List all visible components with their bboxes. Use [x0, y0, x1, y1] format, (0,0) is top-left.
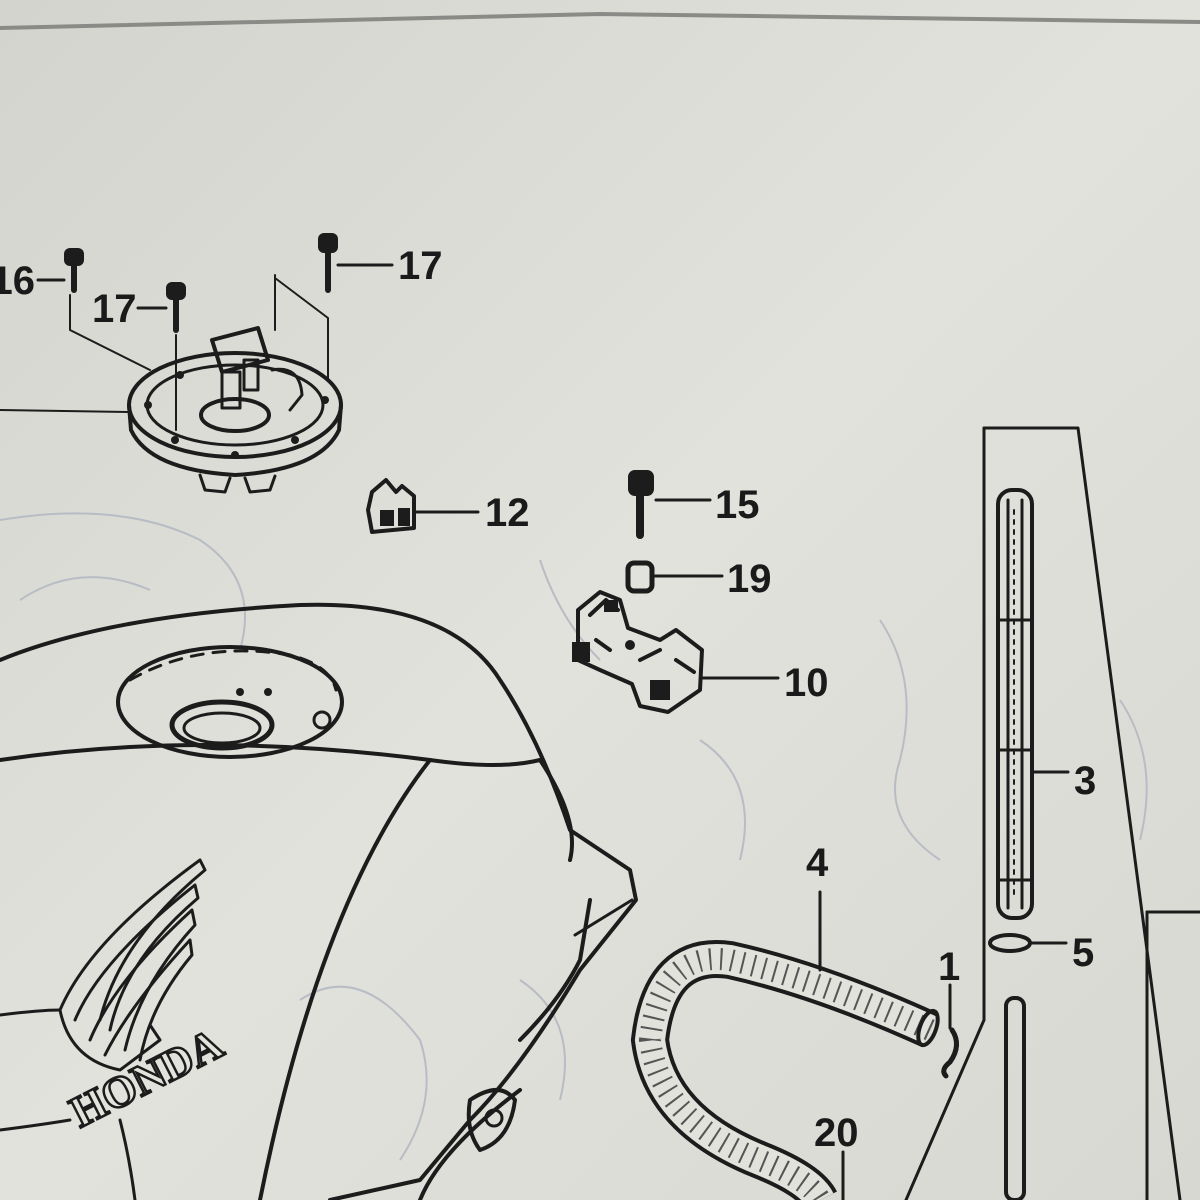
- page-edge: [0, 11, 1200, 30]
- part-19-collar: [625, 560, 655, 594]
- callout-12: 12: [485, 491, 530, 535]
- callout-16: 16: [0, 259, 35, 303]
- part-3-fuel-unit: [982, 426, 1200, 1200]
- callout-5: 5: [1072, 931, 1094, 975]
- part-10-bracket: [572, 590, 704, 714]
- cap-bolt-16: [64, 248, 84, 293]
- fuel-tank: [0, 602, 638, 1200]
- part-4-hose: [630, 940, 940, 1200]
- callout-20: 20: [814, 1111, 859, 1155]
- callout-1: 1: [938, 945, 960, 989]
- callout-10: 10: [784, 661, 829, 705]
- fuel-cap-assembly: [127, 326, 343, 494]
- part-20-rod: [904, 996, 1026, 1200]
- callout-17-left: 17: [92, 287, 137, 331]
- callout-19: 19: [727, 557, 772, 601]
- part-1-clip: [941, 1027, 959, 1079]
- cap-bolt-17-right: [318, 233, 338, 293]
- callout-17-right: 17: [398, 244, 443, 288]
- callout-15: 15: [715, 483, 760, 527]
- callout-4: 4: [806, 841, 829, 885]
- part-12-clip: [366, 478, 416, 534]
- callout-3: 3: [1074, 759, 1096, 803]
- part-15-bolt: [628, 470, 654, 539]
- cap-bolt-17-left: [166, 282, 186, 333]
- bleed-through-lines: [0, 512, 1148, 1161]
- leader-lines: [36, 263, 1070, 1200]
